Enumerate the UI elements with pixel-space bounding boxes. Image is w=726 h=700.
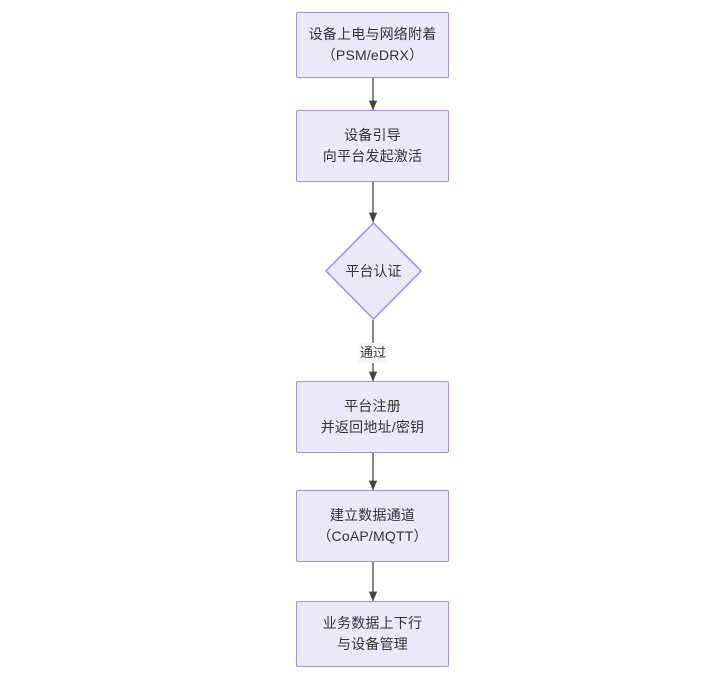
node-platform-registration[interactable]: 平台注册 并返回地址/密钥	[296, 381, 449, 453]
node-business-data-and-device-management[interactable]: 业务数据上下行 与设备管理	[296, 601, 449, 667]
node-platform-authentication[interactable]: 平台认证	[325, 222, 422, 320]
node-label-line1: 业务数据上下行	[322, 615, 423, 631]
node-label-line1: 设备上电与网络附着	[308, 26, 437, 42]
node-label-line1: 平台注册	[344, 398, 401, 414]
node-device-bootstrap[interactable]: 设备引导 向平台发起激活	[296, 110, 449, 182]
edge-label-pass: 通过	[357, 343, 389, 363]
node-label-line2: 与设备管理	[337, 636, 408, 652]
node-label-line2: （CoAP/MQTT）	[317, 528, 428, 544]
node-establish-data-channel[interactable]: 建立数据通道 （CoAP/MQTT）	[296, 490, 449, 562]
node-device-power-on[interactable]: 设备上电与网络附着 （PSM/eDRX）	[296, 12, 449, 78]
node-label-line2: 向平台发起激活	[322, 148, 423, 164]
node-label-line2: （PSM/eDRX）	[321, 47, 424, 63]
node-label-line1: 平台认证	[345, 262, 402, 279]
diamond-shape	[325, 222, 422, 320]
node-label-line2: 并返回地址/密钥	[320, 419, 425, 435]
node-label-line1: 建立数据通道	[329, 507, 416, 523]
node-label-line1: 设备引导	[344, 127, 401, 143]
